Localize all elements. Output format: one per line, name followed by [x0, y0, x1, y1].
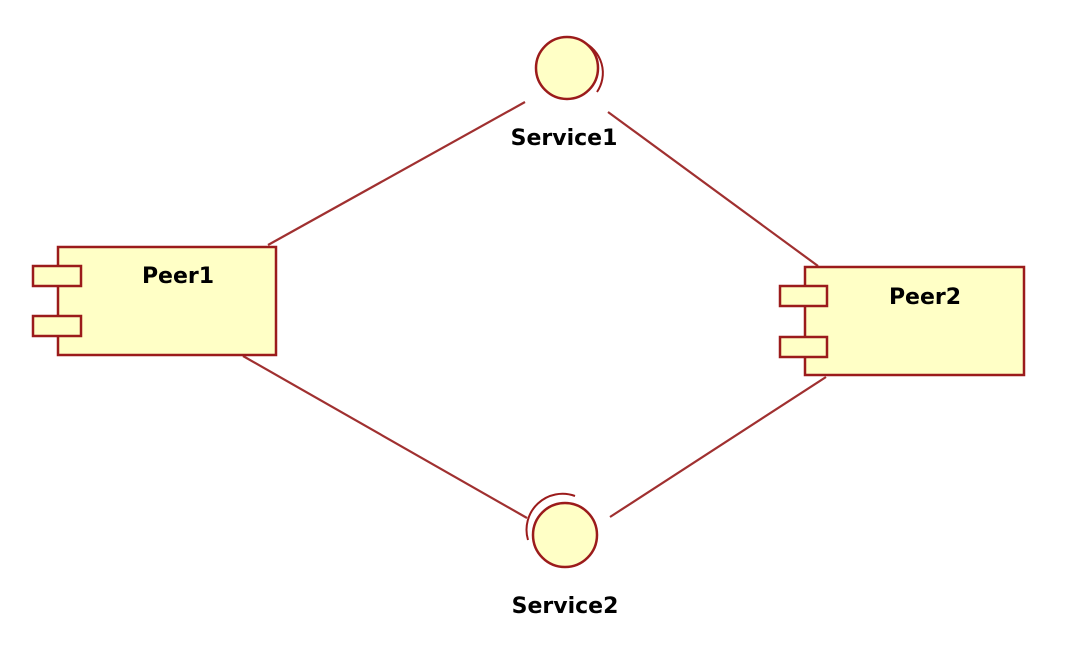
interface-service2[interactable]: Service2 [512, 492, 619, 619]
component-label-peer2: Peer2 [889, 285, 961, 310]
component-peer2[interactable]: Peer2 [778, 265, 1026, 377]
component-body [56, 245, 278, 357]
interface-outer-arc [525, 492, 576, 541]
connection-peer1-service1 [267, 101, 526, 246]
component-port-bottom [778, 335, 829, 359]
component-label-peer1: Peer1 [142, 264, 214, 289]
component-port-top [31, 264, 83, 288]
connection-peer1-service2 [242, 355, 528, 519]
interface-label-service2: Service2 [512, 594, 619, 619]
connection-service1-peer2 [607, 111, 819, 267]
component-peer1[interactable]: Peer1 [31, 245, 278, 357]
interface-label-service1: Service1 [511, 126, 618, 151]
connection-service2-peer2 [609, 376, 827, 518]
interface-service1[interactable]: Service1 [511, 35, 618, 151]
component-port-bottom [31, 314, 83, 338]
component-body [803, 265, 1026, 377]
interface-circle [531, 501, 599, 569]
interface-circle [534, 35, 600, 101]
component-port-top [778, 284, 829, 308]
